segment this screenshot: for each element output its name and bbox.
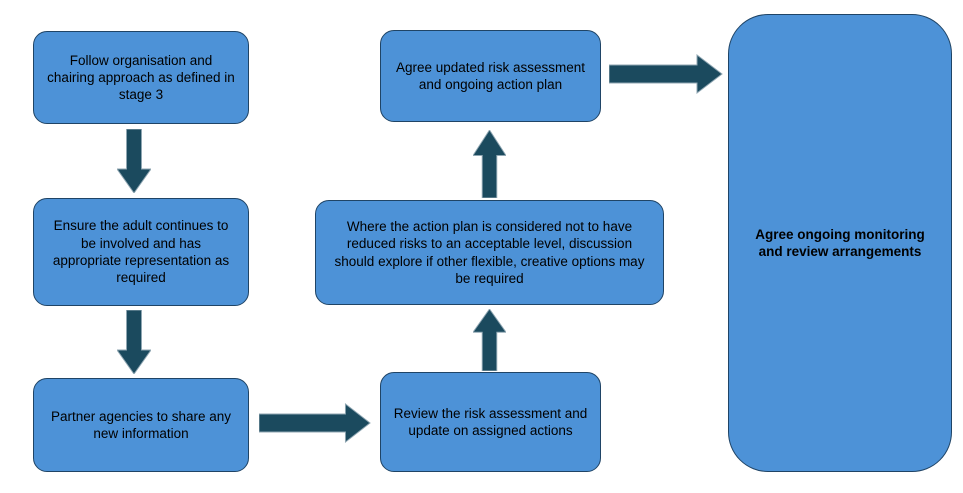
- node-label: Where the action plan is considered not …: [334, 218, 645, 286]
- node-follow-organisation: Follow organisation and chairing approac…: [33, 31, 249, 124]
- node-partner-agencies: Partner agencies to share any new inform…: [33, 378, 249, 472]
- node-review-risk-assessment: Review the risk assessment and update on…: [380, 372, 601, 472]
- node-label: Partner agencies to share any new inform…: [50, 408, 232, 441]
- node-label: Agree updated risk assessment and ongoin…: [395, 59, 586, 92]
- arrow-down-icon: [117, 310, 151, 374]
- node-label: Ensure the adult continues to be involve…: [52, 218, 230, 286]
- node-label: Agree ongoing monitoring and review arra…: [755, 226, 925, 259]
- node-agree-ongoing-monitoring: Agree ongoing monitoring and review arra…: [728, 14, 952, 472]
- arrow-up-icon: [473, 309, 506, 371]
- arrow-right-icon: [609, 54, 723, 94]
- arrow-up-icon: [473, 130, 506, 198]
- node-label: Follow organisation and chairing approac…: [47, 52, 235, 103]
- node-agree-updated-risk: Agree updated risk assessment and ongoin…: [380, 30, 601, 122]
- node-label: Review the risk assessment and update on…: [393, 405, 588, 438]
- arrow-right-icon: [259, 403, 371, 443]
- node-ensure-adult-involved: Ensure the adult continues to be involve…: [33, 198, 249, 306]
- node-action-plan-discussion: Where the action plan is considered not …: [315, 200, 664, 305]
- arrow-down-icon: [117, 129, 151, 193]
